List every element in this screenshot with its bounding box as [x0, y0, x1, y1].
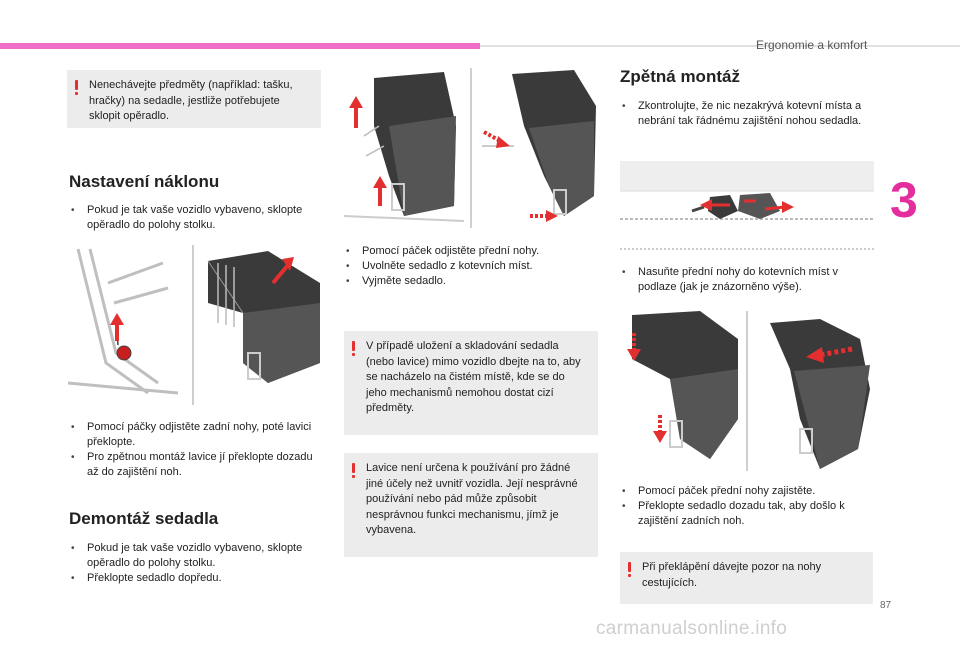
refit-place-text: Nasuňte přední nohy do kotevních míst v …: [620, 265, 876, 295]
illustration-seat-refit: [620, 309, 874, 475]
heading-tilt-adjustment: Nastavení náklonu: [69, 172, 220, 191]
list-item: Pomocí páček přední nohy zajistěte.: [620, 484, 876, 499]
list-item: Pokud je tak vaše vozidlo vybaveno, sklo…: [69, 203, 327, 233]
warning-icon: [352, 341, 356, 356]
warning-icon: [628, 562, 632, 577]
refit-steps-list: Pomocí páček přední nohy zajistěte. Přek…: [620, 484, 876, 529]
list-item: Pro zpětnou montáž lavice jí překlopte d…: [69, 450, 327, 480]
header-rule: [480, 45, 960, 47]
illustration-bench-tilt: [68, 243, 322, 409]
warning-note-passengers: Při překlápění dávejte pozor na nohy ces…: [620, 552, 873, 604]
list-item: Pomocí páčky odjistěte zadní nohy, poté …: [69, 420, 327, 450]
list-item: Zkontrolujte, že nic nezakrývá kotevní m…: [620, 99, 876, 129]
list-item: Pomocí páček odjistěte přední nohy.: [344, 244, 598, 259]
warning-note-usage: Lavice není určena k používání pro žádné…: [344, 453, 598, 557]
refit-check-text: Zkontrolujte, že nic nezakrývá kotevní m…: [620, 99, 876, 129]
warning-note-text: Nenechávejte předměty (například: tašku,…: [89, 79, 293, 122]
warning-note-text: Lavice není určena k používání pro žádné…: [366, 462, 578, 536]
list-item: Pokud je tak vaše vozidlo vybaveno, sklo…: [69, 541, 327, 571]
heading-seat-removal: Demontáž sedadla: [69, 509, 219, 528]
removal-steps-list: Pokud je tak vaše vozidlo vybaveno, sklo…: [69, 541, 327, 586]
list-item: Překlopte sedadlo dopředu.: [69, 571, 327, 586]
front-legs-steps-list: Pomocí páček odjistěte přední nohy. Uvol…: [344, 244, 598, 289]
warning-note-text: Při překlápění dávejte pozor na nohy ces…: [642, 561, 822, 589]
warning-note-items: Nenechávejte předměty (například: tašku,…: [67, 70, 321, 128]
watermark-text: carmanualsonline.info: [596, 618, 788, 639]
warning-note-storage: V případě uložení a skladování sedadla (…: [344, 331, 598, 435]
tilt-steps-list: Pomocí páčky odjistěte zadní nohy, poté …: [69, 420, 327, 480]
tilt-instructions: Pokud je tak vaše vozidlo vybaveno, sklo…: [69, 203, 327, 233]
section-title: Ergonomie a komfort: [756, 38, 868, 52]
list-item: Uvolněte sedadlo z kotevních míst.: [344, 259, 598, 274]
list-item: Nasuňte přední nohy do kotevních míst v …: [620, 265, 876, 295]
heading-refitting: Zpětná montáž: [620, 67, 740, 86]
list-item: Vyjměte sedadlo.: [344, 274, 598, 289]
warning-icon: [352, 463, 356, 478]
warning-icon: [75, 80, 79, 95]
header-accent-bar: [0, 43, 480, 49]
list-item: Překlopte sedadlo dozadu tak, aby došlo …: [620, 499, 876, 529]
page-number: 87: [880, 600, 892, 611]
warning-note-text: V případě uložení a skladování sedadla (…: [366, 340, 581, 414]
illustration-anchor-points: [620, 161, 874, 253]
illustration-seat-removal: [344, 66, 598, 232]
chapter-number: 3: [890, 172, 918, 228]
